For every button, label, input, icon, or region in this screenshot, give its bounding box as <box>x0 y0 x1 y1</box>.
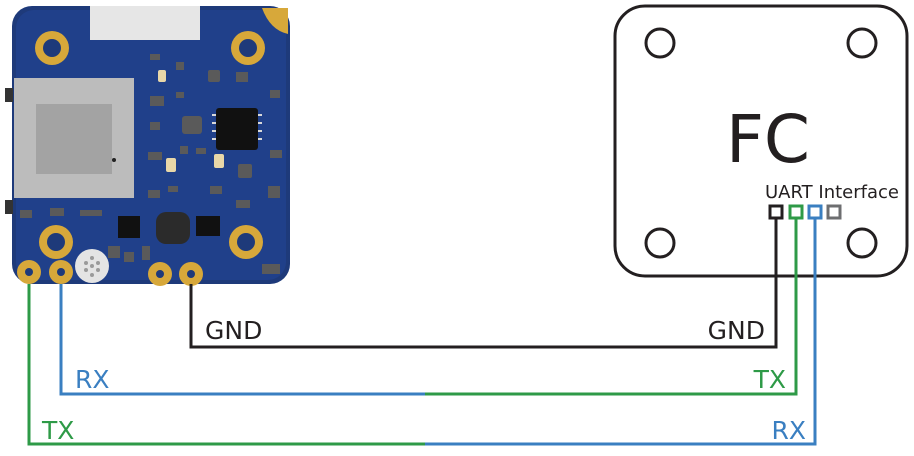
label-rx-right: RX <box>772 416 807 445</box>
wire-tx-to-rx-fc <box>425 218 817 446</box>
receiver-board <box>5 6 290 286</box>
mounting-hole-icon <box>644 27 676 59</box>
solder-pad-5v <box>148 262 172 286</box>
solder-pad-tx <box>17 260 41 284</box>
uart-pin-5v <box>826 204 842 220</box>
solder-pad-rx <box>49 260 73 284</box>
uart-pin-tx <box>788 204 804 220</box>
label-tx-right: TX <box>753 365 786 394</box>
mounting-hole-icon <box>846 27 878 59</box>
wire-rx-to-tx-fc <box>425 218 798 396</box>
label-gnd-left: GND <box>205 316 262 345</box>
flight-controller: FC UART Interface <box>613 4 909 278</box>
label-sticker <box>90 6 200 40</box>
wire-tx-to-rx <box>27 284 425 446</box>
mounting-hole-icon <box>846 227 878 259</box>
mounting-hole-icon <box>231 31 265 65</box>
label-gnd-right: GND <box>708 316 765 345</box>
uart-interface-label: UART Interface <box>765 182 899 203</box>
uart-pin-rx <box>807 204 823 220</box>
wire-rx-to-tx <box>59 284 425 396</box>
label-rx-left: RX <box>75 365 110 394</box>
label-tx-left: TX <box>41 416 74 445</box>
mounting-hole-icon <box>644 227 676 259</box>
wire-gnd <box>189 218 778 349</box>
mounting-hole-icon <box>39 225 73 259</box>
mounting-hole-icon <box>229 225 263 259</box>
mounting-hole-icon <box>35 31 69 65</box>
speaker-icon <box>75 249 109 283</box>
inductor <box>156 212 190 244</box>
mcu-chip <box>216 108 258 150</box>
solder-pad-gnd <box>179 262 203 286</box>
uart-pin-gnd <box>768 204 784 220</box>
fc-title: FC <box>726 101 810 178</box>
